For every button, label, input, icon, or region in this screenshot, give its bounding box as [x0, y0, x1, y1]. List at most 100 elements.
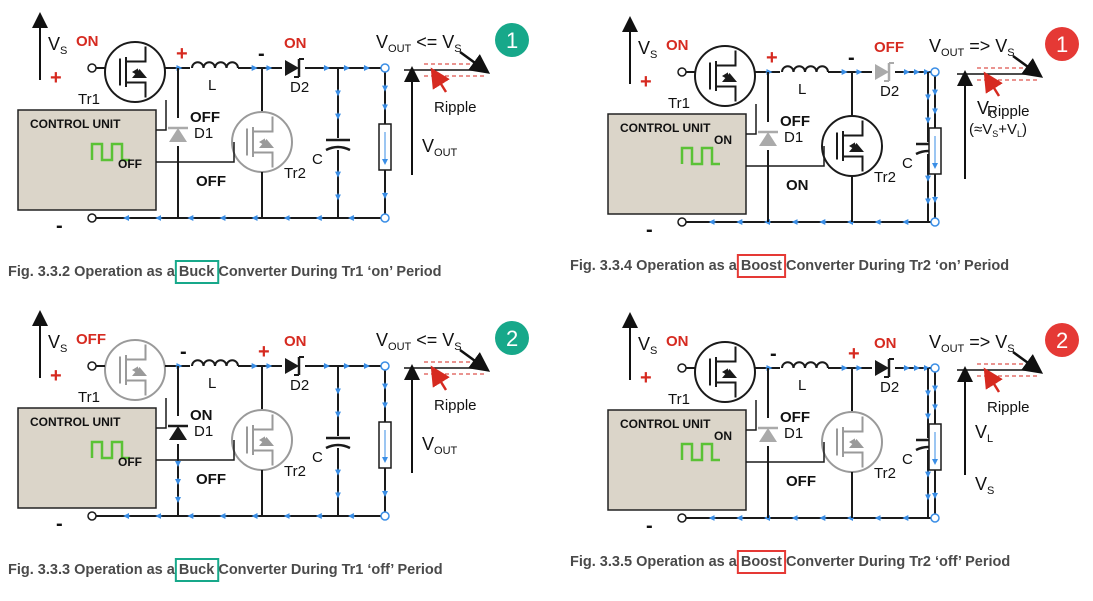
inductor-label: L [208, 375, 216, 392]
capacitor-label: C [902, 155, 913, 172]
tr1-state-label: OFF [76, 331, 106, 348]
d2-label: D2 [290, 377, 309, 394]
d2-diode [285, 58, 304, 78]
inductor-l [781, 65, 829, 73]
figure-caption: Fig. 3.3.3 Operation as a Buck Converter… [8, 562, 443, 578]
tr1-mosfet [104, 339, 166, 401]
control-on-label: ON [714, 133, 732, 147]
input-terminal-top [87, 63, 97, 73]
plus-sign-top: + [640, 71, 652, 93]
gate-wire-tr1 [746, 400, 757, 431]
ripple-label: Ripple [987, 103, 1030, 120]
minus-sign-node: - [848, 47, 855, 69]
step-badge [495, 23, 529, 57]
ripple-pointer-arrow [430, 67, 450, 93]
d1-diode [168, 424, 188, 440]
minus-sign-bottom: - [56, 215, 63, 237]
tr2-label: Tr2 [284, 165, 306, 182]
inductor-l [191, 359, 239, 367]
capacitor-label: C [312, 151, 323, 168]
minus-sign-node: - [258, 43, 265, 65]
vout-heading: VOUT <= VS [376, 330, 462, 353]
input-terminal-bottom [677, 513, 687, 523]
control-on-label: ON [714, 429, 732, 443]
control-unit-label: CONTROL UNIT [620, 417, 711, 431]
tr2-state-label: OFF [786, 473, 816, 490]
tr2-mosfet [821, 115, 883, 177]
output-terminal-top [930, 67, 940, 77]
d2-diode [875, 62, 894, 82]
caption-keyword: Boost [741, 554, 782, 570]
tr2-label: Tr2 [874, 465, 896, 482]
pwm-waveform [90, 142, 130, 162]
vc-note: (≈VS+VL) [969, 121, 1027, 139]
tr2-state-label: ON [786, 177, 809, 194]
gate-wire-tr2 [746, 146, 825, 167]
pwm-waveform [680, 442, 720, 462]
output-terminal-top [380, 361, 390, 371]
d2-diode [875, 358, 894, 378]
plus-sign-node: + [848, 343, 860, 365]
capacitor-label: C [902, 451, 913, 468]
d1-state-label: ON [190, 407, 213, 424]
tr1-mosfet [694, 341, 756, 403]
caption-keyword-highlight [736, 254, 787, 278]
plus-sign-top: + [640, 367, 652, 389]
plus-sign-node: + [766, 47, 778, 69]
input-terminal-top [677, 67, 687, 77]
vout-pointer-arrow [459, 50, 491, 74]
d1-label: D1 [194, 125, 213, 142]
tr1-label: Tr1 [668, 391, 690, 408]
caption-keyword: Buck [179, 562, 215, 578]
tr1-label: Tr1 [668, 95, 690, 112]
input-terminal-bottom [677, 217, 687, 227]
input-terminal-bottom [87, 213, 97, 223]
tr2-mosfet [821, 411, 883, 473]
caption-keyword-highlight [174, 260, 220, 284]
control-off-label: OFF [118, 157, 142, 171]
plus-sign-node: + [258, 341, 270, 363]
tr1-label: Tr1 [78, 389, 100, 406]
d1-diode [758, 130, 778, 146]
step-badge [495, 321, 529, 355]
control-unit-box [17, 109, 157, 211]
vl-label: VL [975, 422, 993, 445]
d2-state-label: OFF [874, 39, 904, 56]
vs-label: VS [48, 332, 67, 355]
tr1-state-label: ON [666, 333, 689, 350]
gate-wire-tr1 [156, 398, 167, 429]
minus-sign-bottom: - [646, 219, 653, 241]
vout-pointer-arrow [1012, 350, 1044, 374]
d1-label: D1 [784, 425, 803, 442]
ripple-label: Ripple [434, 397, 477, 414]
input-terminal-bottom [87, 511, 97, 521]
d1-state-label: OFF [190, 109, 220, 126]
capacitor-plate-bottom [325, 145, 351, 152]
d1-label: D1 [784, 129, 803, 146]
step-badge-number: 2 [506, 326, 518, 351]
vout-heading: VOUT => VS [929, 332, 1015, 355]
figure-caption: Fig. 3.3.5 Operation as a Boost Converte… [570, 554, 1010, 570]
step-badge-number: 1 [1056, 32, 1068, 57]
capacitor-label: C [312, 449, 323, 466]
caption-keyword: Buck [179, 264, 215, 280]
vs-sum-label: VS [975, 474, 994, 497]
inductor-label: L [208, 77, 216, 94]
d2-diode [285, 356, 304, 376]
gate-wire-tr2 [156, 440, 235, 461]
inductor-label: L [798, 377, 806, 394]
output-terminal-bottom [930, 513, 940, 523]
control-unit-box [607, 409, 747, 511]
d2-label: D2 [880, 83, 899, 100]
output-terminal-bottom [380, 511, 390, 521]
ripple-label: Ripple [987, 399, 1030, 416]
d2-state-label: ON [284, 333, 307, 350]
tr2-mosfet [231, 111, 293, 173]
figure-caption: Fig. 3.3.4 Operation as a Boost Converte… [570, 258, 1009, 274]
minus-sign-node: - [180, 341, 187, 363]
caption-keyword-highlight [174, 558, 220, 582]
inductor-l [191, 61, 239, 69]
vs-label: VS [638, 38, 657, 61]
